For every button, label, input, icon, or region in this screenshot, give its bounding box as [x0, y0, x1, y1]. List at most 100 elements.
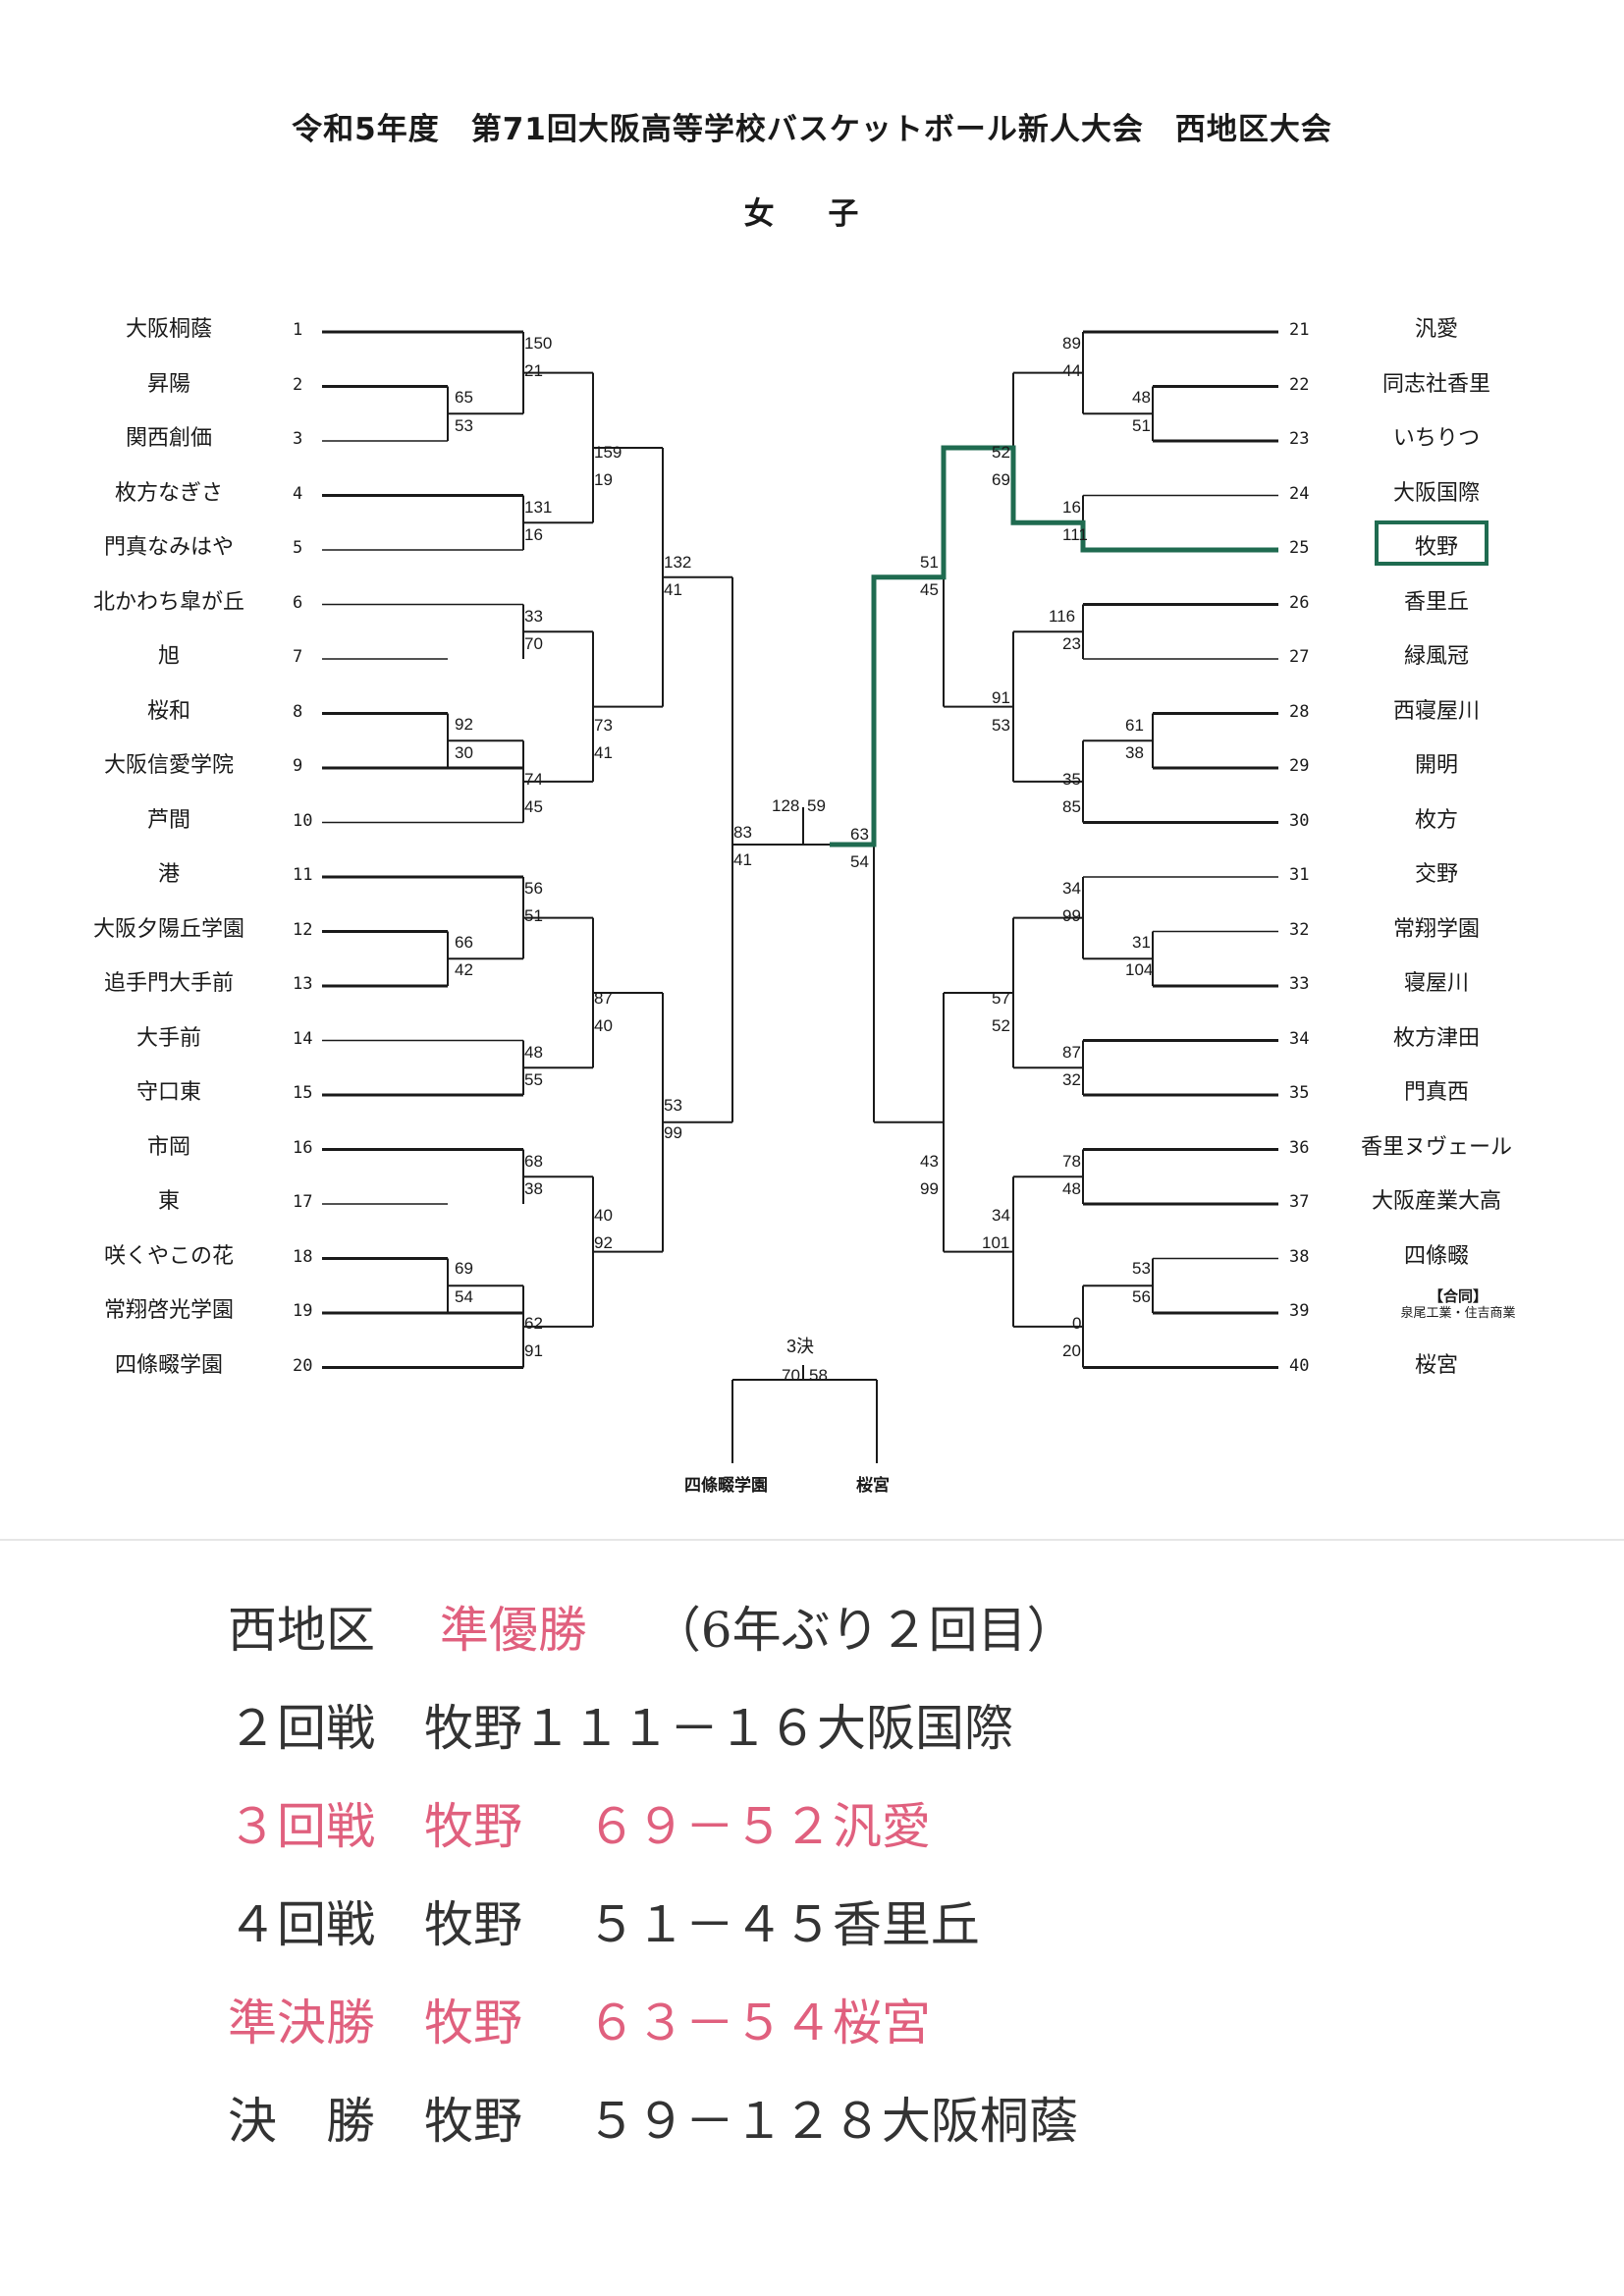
match-score: 65 — [455, 388, 473, 407]
team-seed: 1 — [293, 320, 303, 340]
team-seed: 15 — [293, 1083, 313, 1103]
result-round: ２回戦 — [228, 1700, 375, 1757]
team-seed: 37 — [1289, 1192, 1310, 1212]
result-round: 決 勝 — [228, 2093, 375, 2150]
match-score: 78 — [1062, 1152, 1081, 1171]
match-score: 52 — [992, 443, 1010, 462]
team-name: 昇陽 — [146, 371, 190, 397]
match-score: 19 — [594, 470, 613, 489]
team-seed: 16 — [293, 1137, 313, 1158]
third-place-team-left: 四條畷学園 — [684, 1476, 768, 1496]
result-opponent: 大阪桐蔭 — [881, 2093, 1078, 2150]
match-score: 104 — [1125, 960, 1154, 979]
third-place-score-left: 70 — [782, 1366, 800, 1385]
match-score: 54 — [455, 1287, 473, 1306]
match-score: 35 — [1062, 770, 1081, 789]
team-name: 枚方なぎさ — [114, 480, 223, 506]
match-score: 0 — [1072, 1314, 1082, 1333]
match-score: 92 — [594, 1233, 613, 1252]
result-line-summary: 西地区 準優勝 （6年ぶり２回目） — [228, 1601, 1076, 1660]
highlight-box-makino — [1375, 520, 1489, 566]
result-detail: （6年ぶり２回目） — [651, 1602, 1076, 1659]
team-name: 大阪国際 — [1392, 480, 1480, 506]
team-seed: 30 — [1289, 810, 1310, 831]
match-score: 16 — [524, 525, 543, 544]
team-name: 枚方津田 — [1392, 1025, 1480, 1051]
match-score: 92 — [455, 715, 473, 734]
match-score: 128 — [772, 796, 800, 815]
team-name: 汎愛 — [1414, 317, 1458, 342]
team-name: 同志社香里 — [1381, 371, 1490, 397]
third-place-team-right: 桜宮 — [856, 1476, 890, 1496]
team-name: 枚方 — [1414, 807, 1458, 833]
team-seed: 17 — [293, 1192, 313, 1212]
team-name: 西寝屋川 — [1392, 698, 1480, 724]
result-score: ６３－５４ — [586, 1995, 833, 2051]
result-line-final: 決 勝 牧野 ５９－１２８大阪桐蔭 — [228, 2092, 1078, 2151]
team-seed: 28 — [1289, 701, 1310, 722]
team-seed: 36 — [1289, 1137, 1310, 1158]
team-name: 咲くやこの花 — [103, 1243, 234, 1269]
team-name: 開明 — [1414, 753, 1458, 778]
team39-note-names: 泉尾工業・住吉商業 — [1400, 1306, 1516, 1321]
result-opponent: 桜宮 — [832, 1995, 931, 2051]
team-seed: 10 — [293, 810, 313, 831]
divider — [0, 1539, 1624, 1541]
team-seed: 14 — [293, 1028, 313, 1049]
team-seed: 13 — [293, 974, 313, 994]
team-name: 大手前 — [135, 1025, 201, 1051]
match-score: 40 — [594, 1016, 613, 1035]
match-score: 53 — [664, 1096, 682, 1115]
team-seed: 20 — [293, 1355, 313, 1376]
match-score: 20 — [1062, 1341, 1081, 1360]
team-name: 大阪桐蔭 — [125, 317, 212, 342]
match-score: 48 — [1062, 1179, 1081, 1198]
match-score: 91 — [524, 1341, 543, 1360]
result-team: 牧野 — [424, 2093, 522, 2150]
match-score: 150 — [524, 334, 553, 353]
match-score: 41 — [664, 580, 682, 599]
team-name: 港 — [157, 862, 180, 887]
team-seed: 8 — [293, 701, 303, 722]
page-subtitle: 女 子 — [743, 196, 881, 232]
match-score: 116 — [1049, 607, 1076, 626]
match-score: 66 — [455, 933, 473, 952]
team-seed: 34 — [1289, 1028, 1310, 1049]
team-seed: 32 — [1289, 919, 1310, 940]
result-score: １１１－１６ — [522, 1700, 817, 1757]
team-seed: 33 — [1289, 974, 1310, 994]
page-title: 令和5年度 第71回大阪高等学校バスケットボール新人大会 西地区大会 — [292, 112, 1332, 147]
team-seed: 31 — [1289, 865, 1310, 885]
result-opponent: 汎愛 — [832, 1798, 931, 1855]
team-name: 常翔啓光学園 — [103, 1298, 234, 1323]
result-line-round3: ３回戦 牧野 ６９－５２汎愛 — [228, 1797, 931, 1856]
result-line-round2: ２回戦 牧野１１１－１６大阪国際 — [228, 1699, 1013, 1758]
match-score: 99 — [920, 1179, 939, 1198]
team-seed: 23 — [1289, 429, 1310, 449]
match-score: 16 — [1062, 498, 1081, 517]
team-name: 大阪夕陽丘学園 — [92, 916, 244, 942]
result-round: 西地区 — [228, 1602, 375, 1659]
match-score: 45 — [524, 797, 543, 816]
match-score: 74 — [524, 770, 543, 789]
team-name: 緑風冠 — [1403, 644, 1469, 669]
match-score: 85 — [1062, 797, 1081, 816]
team-name: 門真なみはや — [103, 535, 234, 560]
match-score: 56 — [1132, 1287, 1151, 1306]
match-score: 55 — [524, 1070, 543, 1089]
team-name: 芦間 — [146, 807, 190, 833]
result-score: ５９－１２８ — [586, 2093, 882, 2150]
match-score: 38 — [1125, 743, 1144, 762]
match-score: 51 — [524, 906, 543, 925]
match-score: 99 — [664, 1123, 682, 1142]
team-seed: 18 — [293, 1246, 313, 1267]
match-score: 101 — [982, 1233, 1010, 1252]
team-name: 香里丘 — [1403, 589, 1469, 615]
match-score: 73 — [594, 716, 613, 735]
match-score: 111 — [1062, 525, 1088, 544]
match-score: 30 — [455, 743, 473, 762]
match-score: 69 — [455, 1259, 473, 1278]
match-score: 21 — [524, 361, 543, 380]
team-seed: 39 — [1289, 1301, 1310, 1321]
match-score: 89 — [1062, 334, 1081, 353]
